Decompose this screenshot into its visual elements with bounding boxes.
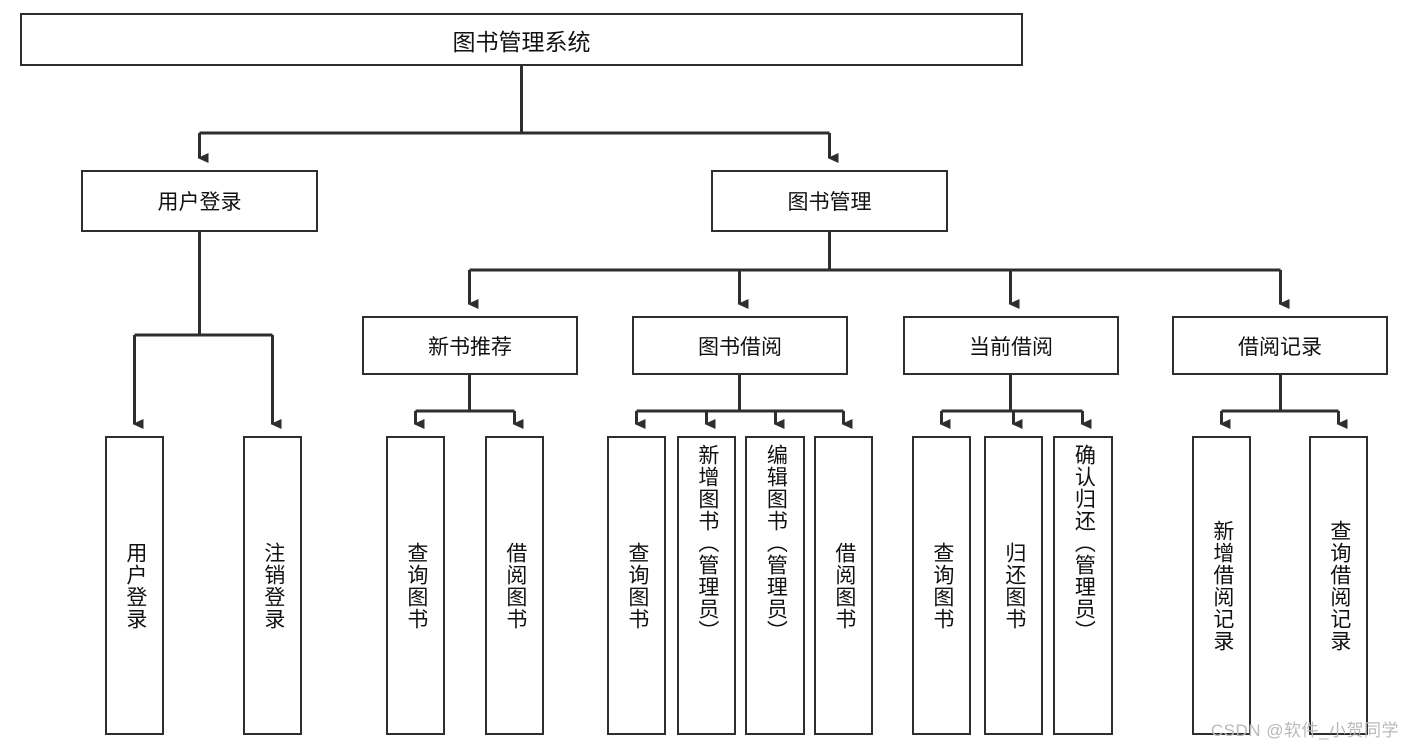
node-leaf-query-book-recommend[interactable]: 查询图书 xyxy=(386,436,445,735)
node-leaf-add-book-admin[interactable]: 新增图书（管理员） xyxy=(677,436,736,735)
node-label: 编辑图书（管理员） xyxy=(764,444,788,642)
node-leaf-user-login[interactable]: 用户登录 xyxy=(105,436,164,735)
node-label: 确认归还（管理员） xyxy=(1072,444,1096,642)
node-leaf-borrow-book-recommend[interactable]: 借阅图书 xyxy=(485,436,544,735)
node-leaf-query-book-current[interactable]: 查询图书 xyxy=(912,436,971,735)
node-label: 注销登录 xyxy=(261,541,285,630)
node-label: 查询借阅记录 xyxy=(1327,519,1351,652)
node-label: 用户登录 xyxy=(123,541,147,630)
csdn-watermark: CSDN @软件_小贺同学 xyxy=(1210,721,1399,740)
node-leaf-edit-book-admin[interactable]: 编辑图书（管理员） xyxy=(745,436,805,735)
node-leaf-query-book-borrow[interactable]: 查询图书 xyxy=(607,436,666,735)
node-leaf-logout[interactable]: 注销登录 xyxy=(243,436,302,735)
node-label: 查询图书 xyxy=(625,541,649,630)
node-leaf-confirm-return-admin[interactable]: 确认归还（管理员） xyxy=(1053,436,1113,735)
node-label: 新增借阅记录 xyxy=(1210,519,1234,652)
node-label: 新增图书（管理员） xyxy=(695,444,719,642)
node-label: 新书推荐 xyxy=(428,335,512,359)
node-new-book-recommend[interactable]: 新书推荐 xyxy=(362,316,578,375)
node-label: 查询图书 xyxy=(930,541,954,630)
node-label: 当前借阅 xyxy=(969,335,1053,359)
node-label: 用户登录 xyxy=(157,191,242,214)
node-leaf-return-book[interactable]: 归还图书 xyxy=(984,436,1043,735)
node-label: 图书管理系统 xyxy=(452,28,591,55)
node-label: 借阅图书 xyxy=(503,541,527,630)
node-leaf-add-borrow-record[interactable]: 新增借阅记录 xyxy=(1192,436,1251,735)
node-book-borrow[interactable]: 图书借阅 xyxy=(632,316,848,375)
node-book-manage[interactable]: 图书管理 xyxy=(711,170,948,232)
node-label: 图书管理 xyxy=(787,191,872,214)
node-label: 查询图书 xyxy=(404,541,428,630)
node-label: 借阅图书 xyxy=(832,541,856,630)
node-label: 图书借阅 xyxy=(698,335,782,359)
node-root-system[interactable]: 图书管理系统 xyxy=(20,13,1023,66)
node-user-login[interactable]: 用户登录 xyxy=(81,170,318,232)
node-current-borrow[interactable]: 当前借阅 xyxy=(903,316,1119,375)
node-leaf-query-borrow-record[interactable]: 查询借阅记录 xyxy=(1309,436,1368,735)
node-label: 借阅记录 xyxy=(1238,335,1322,359)
node-borrow-record[interactable]: 借阅记录 xyxy=(1172,316,1388,375)
node-leaf-borrow-book[interactable]: 借阅图书 xyxy=(814,436,873,735)
node-label: 归还图书 xyxy=(1002,541,1026,630)
